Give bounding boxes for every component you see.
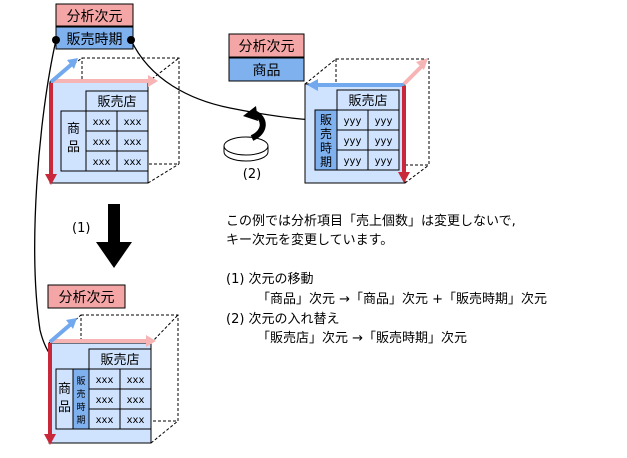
cell-value: xxx — [127, 375, 145, 386]
value-grid: xxx xxx xxx xxx xxx xxx — [85, 110, 149, 172]
cell-value: xxx — [127, 395, 145, 406]
product-char2: 品 — [58, 400, 71, 415]
dimension-header: 分析次元 — [67, 9, 123, 25]
cell-value: yyy — [375, 136, 393, 147]
sales-period-char3: 時 — [76, 402, 85, 413]
store-dimension-label: 販売店 — [348, 93, 387, 109]
cell-value: xxx — [124, 117, 142, 128]
down-arrow-icon — [96, 204, 132, 268]
dimension-header: 分析次元 — [59, 290, 115, 306]
store-dimension-label: 販売店 — [100, 352, 139, 368]
move-arrow-to-right-cube — [130, 39, 314, 124]
explanation-line1: この例では分析項目「売上個数」は変更しないで, — [226, 214, 516, 229]
explanation-line2: キー次元を変更しています。 — [226, 233, 394, 248]
product-label: 商品 — [253, 63, 281, 79]
cell-value: xxx — [93, 117, 111, 128]
cube-moved: 販売店 商 品 販 売 時 期 xxx xxx xxx xxx xxx xxx — [44, 314, 179, 445]
cell-value: xxx — [127, 415, 145, 426]
value-grid: xxx xxx xxx xxx xxx xxx — [88, 368, 152, 430]
step2-detail: 「販売店」次元 →「販売時期」次元 — [257, 331, 468, 346]
cell-value: xxx — [124, 137, 142, 148]
step1-title: (1) 次元の移動 — [226, 272, 314, 287]
cube-before: 販売店 商 品 xxx xxx xxx xxx xxx xxx — [45, 57, 180, 185]
rotate-icon — [223, 106, 269, 162]
step1-detail: 「商品」次元 →「商品」次元 +「販売時期」次元 — [257, 292, 548, 307]
cell-value: yyy — [375, 116, 393, 127]
cell-value: yyy — [344, 136, 362, 147]
cell-value: xxx — [96, 395, 114, 406]
cell-value: xxx — [93, 137, 111, 148]
sales-period-char1: 販 — [320, 113, 332, 127]
cell-value: xxx — [96, 375, 114, 386]
step2-title: (2) 次元の入れ替え — [226, 312, 340, 327]
cell-value: xxx — [124, 157, 142, 168]
product-char1: 商 — [58, 382, 71, 397]
step1-marker: (1) — [72, 221, 90, 236]
cell-value: xxx — [96, 415, 114, 426]
cube-swapped: 販売店 販 売 時 期 yyy yyy yyy yyy yyy yyy — [304, 58, 430, 184]
step2-marker: (2) — [243, 167, 261, 182]
value-grid: yyy yyy yyy yyy yyy yyy — [336, 109, 400, 171]
sales-period-char3: 時 — [320, 141, 332, 155]
sales-period-char1: 販 — [76, 375, 85, 387]
dimension-header-box — [55, 3, 134, 27]
store-dimension-label: 販売店 — [97, 94, 136, 110]
dimension-header-box — [47, 284, 126, 309]
sales-period-char2: 売 — [320, 126, 332, 141]
cell-value: yyy — [344, 156, 362, 167]
sales-period-char2: 売 — [76, 388, 85, 400]
product-dimension-label-char2: 品 — [67, 140, 80, 155]
sales-period-char4: 期 — [76, 415, 85, 426]
cell-value: yyy — [375, 156, 393, 167]
dimension-header-box — [228, 33, 305, 58]
product-dimension-label-char1: 商 — [67, 122, 80, 137]
sales-period-label: 販売時期 — [67, 32, 123, 48]
cell-value: xxx — [93, 157, 111, 168]
dimension-header: 分析次元 — [239, 39, 295, 55]
sales-period-char4: 期 — [320, 155, 332, 169]
cell-value: yyy — [344, 116, 362, 127]
product-box — [228, 57, 305, 82]
